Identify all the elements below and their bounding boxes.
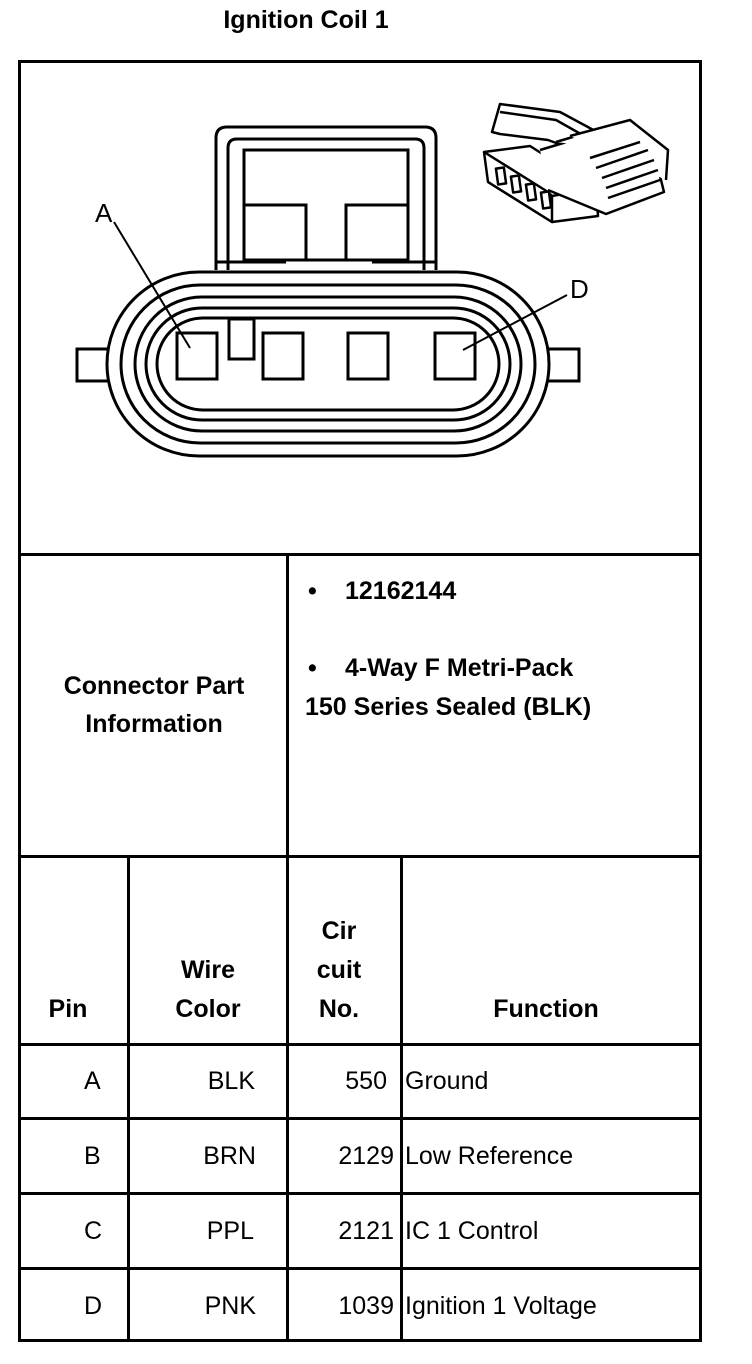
row-d-circuit: 1039 [338, 1292, 394, 1320]
connector-body-ring-3 [144, 306, 512, 422]
connector-body-ring-2 [133, 295, 523, 433]
page-title: Ignition Coil 1 [223, 6, 389, 34]
description-line2: 150 Series Sealed (BLK) [305, 693, 592, 721]
connector-table-frame [18, 60, 702, 1342]
row-b-circuit: 2129 [338, 1142, 394, 1170]
description-line1: 4-Way F Metri-Pack [345, 654, 574, 682]
divider-info [18, 855, 702, 858]
divider-col-circuit [400, 855, 403, 1342]
cavity-d [433, 331, 477, 381]
divider-col-pin [127, 855, 130, 1342]
leader-line-d [462, 294, 568, 351]
bullet-description: • [308, 654, 317, 682]
row-c-color: PPL [206, 1217, 254, 1245]
cavity-c [346, 331, 390, 381]
header-circuit-line3: No. [318, 995, 360, 1023]
header-circuit-line1: Cir [321, 917, 357, 945]
connector-3d-thumbnail [482, 102, 670, 224]
connector-face [155, 316, 501, 412]
divider-row-a [18, 1117, 702, 1120]
divider-header [18, 1043, 702, 1046]
pin-label-a: A [95, 198, 113, 228]
divider-col-color [286, 855, 289, 1342]
connector-info-label-line2: Information [85, 710, 223, 738]
header-function: Function [493, 995, 599, 1023]
connector-diagram: A D [75, 102, 670, 458]
row-c-circuit: 2121 [338, 1217, 394, 1245]
header-pin: Pin [48, 995, 88, 1023]
row-b-pin: B [84, 1142, 101, 1170]
row-a-pin: A [84, 1067, 101, 1095]
header-wire-color-line2: Color [175, 995, 241, 1023]
header-circuit-line2: cuit [316, 956, 362, 984]
divider-info-col [286, 553, 289, 858]
header-wire-color: Wire Color [130, 951, 286, 1029]
leader-line-a [113, 221, 191, 349]
divider-row-c [18, 1267, 702, 1270]
connector-info-label-line1: Connector Part [63, 672, 245, 700]
header-wire-color-line1: Wire [181, 956, 235, 984]
pin-label-d: D [570, 274, 589, 304]
bullet-part-number: • [308, 577, 317, 605]
connector-key [227, 317, 256, 361]
row-d-color: PNK [204, 1292, 256, 1320]
row-c-pin: C [84, 1217, 103, 1245]
connector-body-ring-1 [119, 283, 537, 445]
cavity-b [261, 331, 305, 381]
cavity-a [175, 331, 219, 381]
row-b-color: BRN [203, 1142, 256, 1170]
row-a-function: Ground [405, 1067, 489, 1095]
divider-diagram [18, 553, 702, 556]
connector-latch [214, 125, 438, 270]
header-circuit-no: Cir cuit No. [289, 912, 389, 1029]
row-c-function: IC 1 Control [405, 1217, 539, 1245]
part-number: 12162144 [345, 577, 457, 605]
row-a-color: BLK [207, 1067, 255, 1095]
row-b-function: Low Reference [405, 1142, 574, 1170]
row-a-circuit: 550 [345, 1067, 387, 1095]
divider-row-b [18, 1192, 702, 1195]
connector-body-outer [105, 270, 551, 458]
row-d-function: Ignition 1 Voltage [405, 1292, 597, 1320]
connector-info-label: Connector Part Information [21, 556, 287, 854]
row-d-pin: D [84, 1292, 103, 1320]
